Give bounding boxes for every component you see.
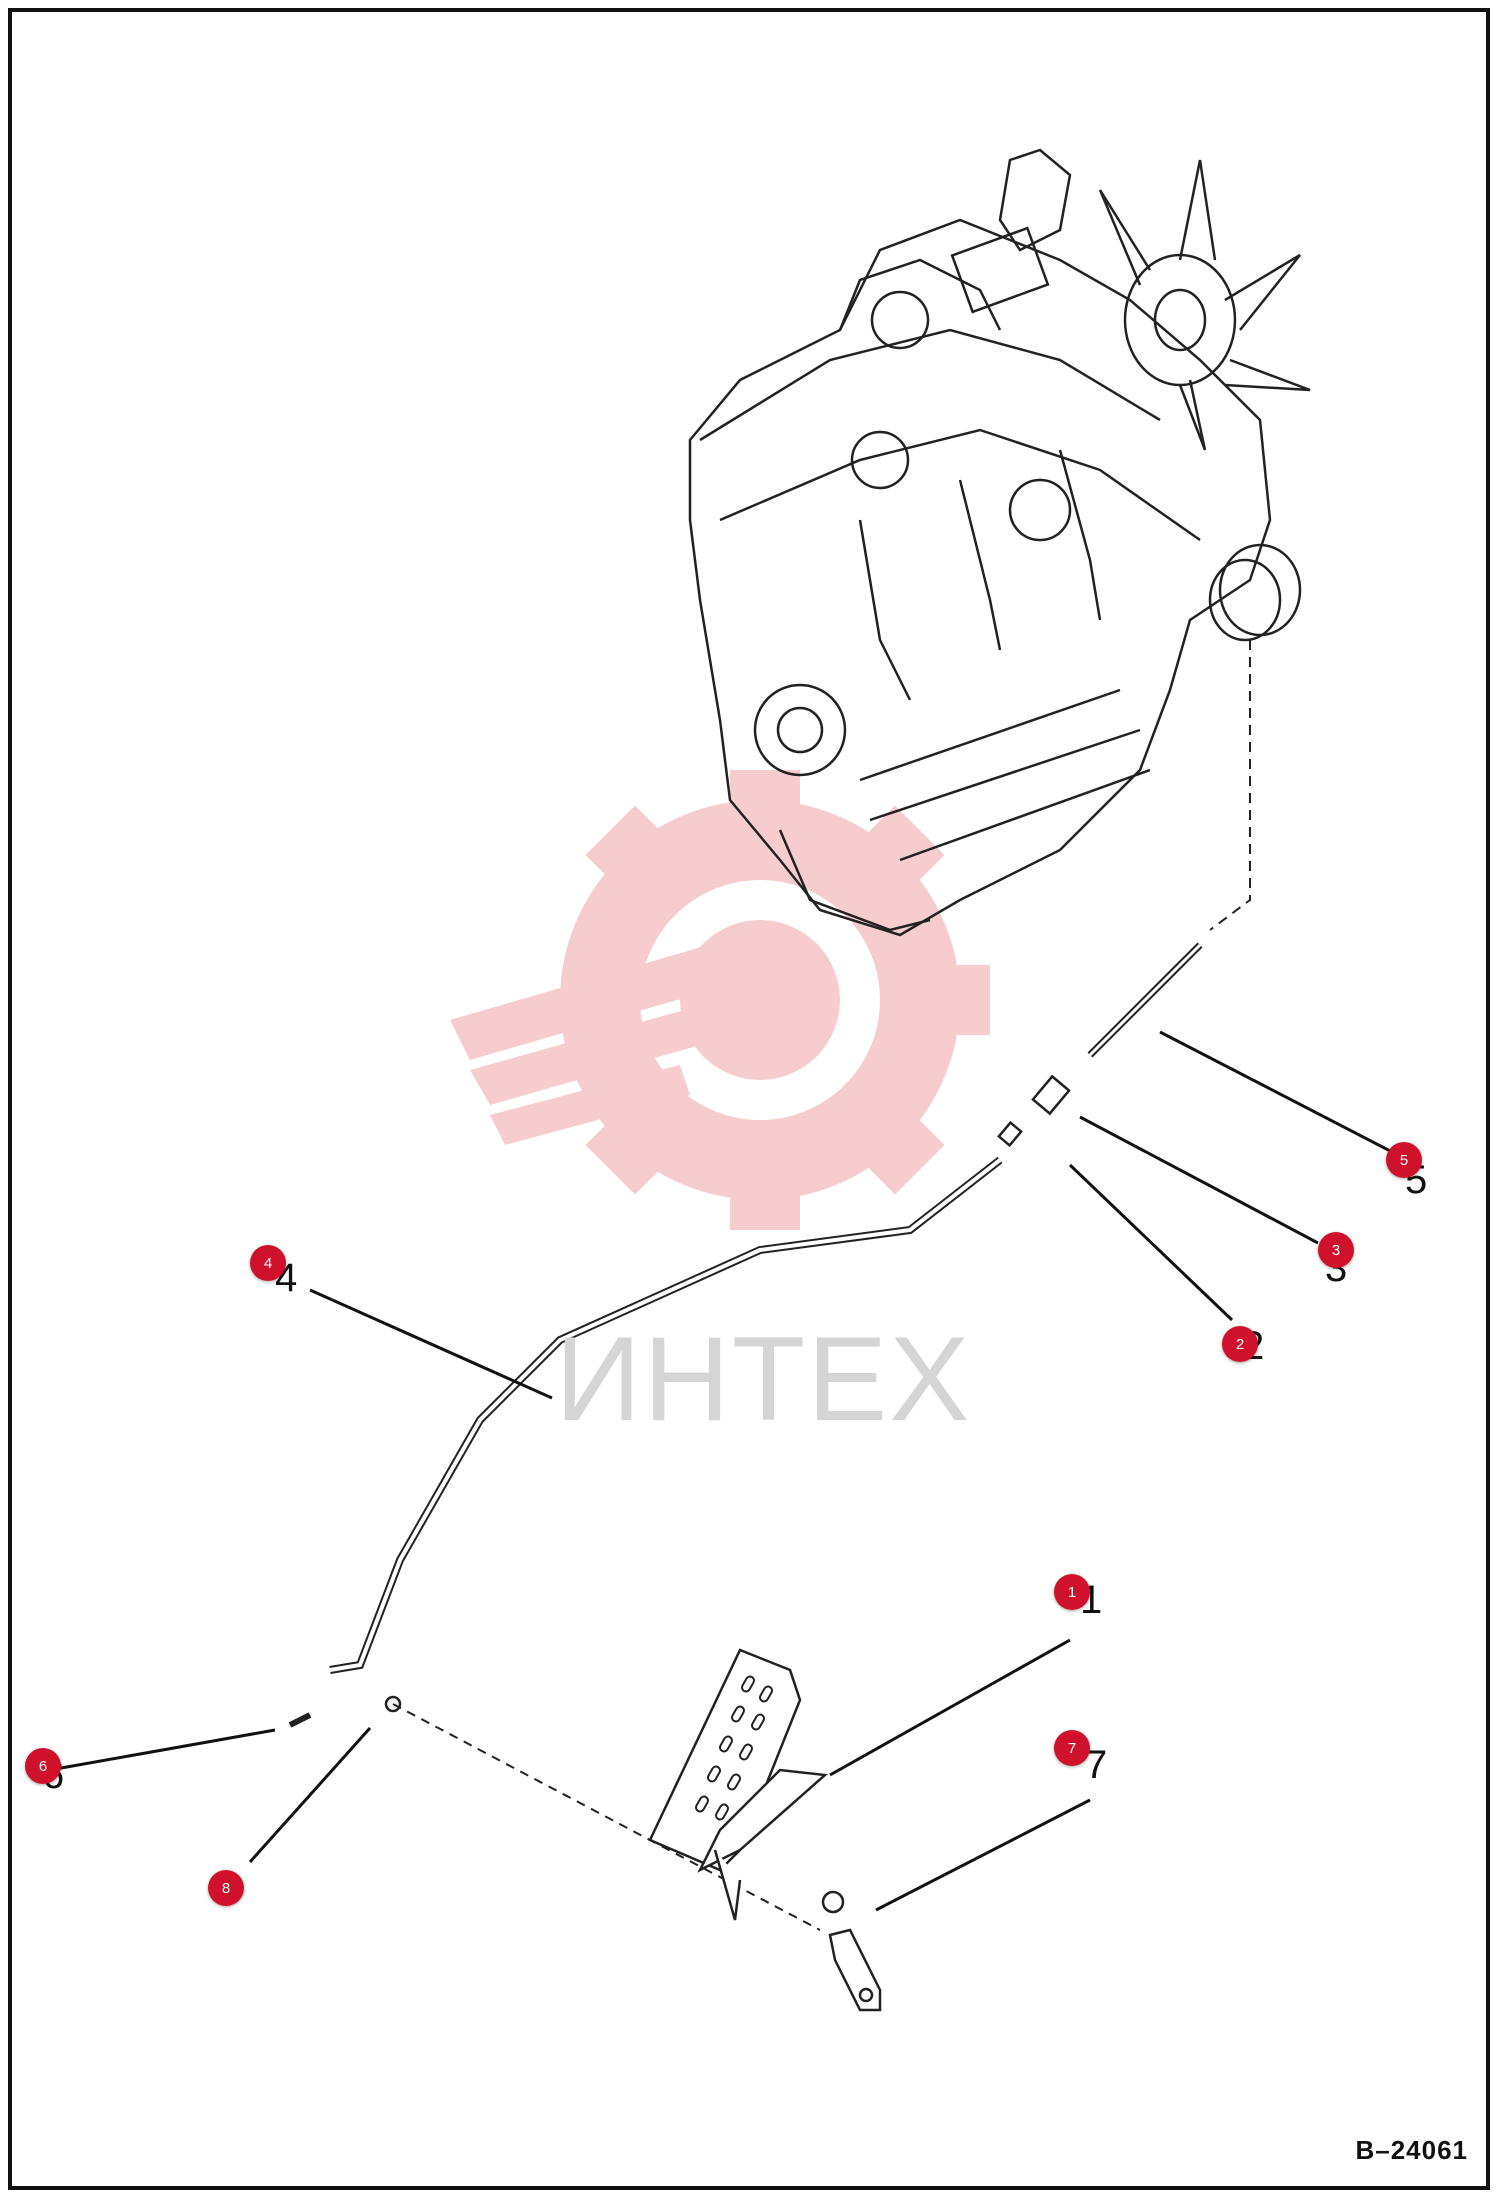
callout-3[interactable]: 3 <box>1318 1232 1354 1268</box>
callout-1[interactable]: 1 <box>1054 1574 1090 1610</box>
watermark-text: ИНТЕХ <box>555 1312 972 1446</box>
watermark-logo <box>450 770 990 1230</box>
leader-lines <box>49 1030 1399 1912</box>
pedal <box>648 1648 828 1921</box>
pedal-dashed-leader <box>392 1703 821 1931</box>
engine-dashed-leader <box>1209 640 1251 931</box>
parts-near-engine <box>997 942 1203 1148</box>
drawing-frame <box>8 8 1490 2190</box>
part-number-7: 7 <box>1085 1743 1108 1787</box>
small-hardware <box>288 1695 402 1728</box>
engine-assembly <box>688 148 1311 937</box>
callout-6[interactable]: 6 <box>25 1748 61 1784</box>
callout-2[interactable]: 2 <box>1222 1326 1258 1362</box>
callout-5[interactable]: 5 <box>1386 1142 1422 1178</box>
callout-4[interactable]: 4 <box>250 1245 286 1281</box>
callout-8[interactable]: 8 <box>208 1870 244 1906</box>
control-rod <box>329 1156 1003 1674</box>
pedal-bracket <box>821 1890 882 2012</box>
drawing-number: B–24061 <box>1355 2135 1468 2165</box>
callout-7[interactable]: 7 <box>1054 1730 1090 1766</box>
